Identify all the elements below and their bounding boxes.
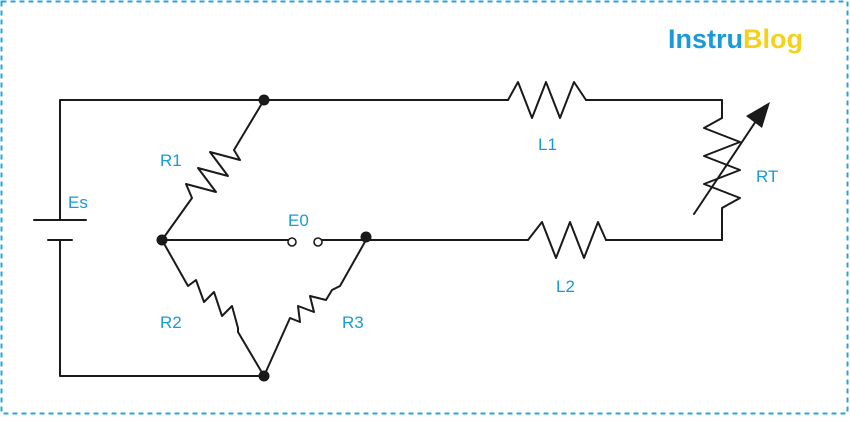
junction-node-right xyxy=(360,231,372,243)
wire-bottom xyxy=(59,239,265,377)
logo-part-instru: Instru xyxy=(668,24,743,54)
wire-top-left xyxy=(59,99,509,221)
label-source-es: Es xyxy=(68,193,88,212)
resistor-r2 xyxy=(161,239,265,377)
junction-node-bottom xyxy=(258,370,270,382)
rt-adjust-arrow-head xyxy=(746,102,770,128)
label-r3: R3 xyxy=(342,313,364,332)
label-l2: L2 xyxy=(556,277,575,296)
label-rt: RT xyxy=(756,167,778,186)
resistor-r3 xyxy=(263,239,367,377)
output-terminal-right xyxy=(313,237,323,247)
logo-part-blog: Blog xyxy=(743,24,803,54)
output-terminal-left xyxy=(287,237,297,247)
resistor-l2 xyxy=(527,221,607,259)
logo: InstruBlog xyxy=(668,24,803,54)
wire-top-right xyxy=(585,99,723,119)
resistor-r1 xyxy=(161,99,265,241)
label-l1: L1 xyxy=(538,135,557,154)
junction-node-left xyxy=(156,234,168,246)
label-r1: R1 xyxy=(160,151,182,170)
resistor-rt xyxy=(703,117,741,241)
resistor-l1 xyxy=(507,81,587,119)
label-r2: R2 xyxy=(160,313,182,332)
label-output-e0: E0 xyxy=(288,211,309,230)
junction-node-top xyxy=(258,94,270,106)
rt-adjust-arrow-line xyxy=(693,111,763,215)
